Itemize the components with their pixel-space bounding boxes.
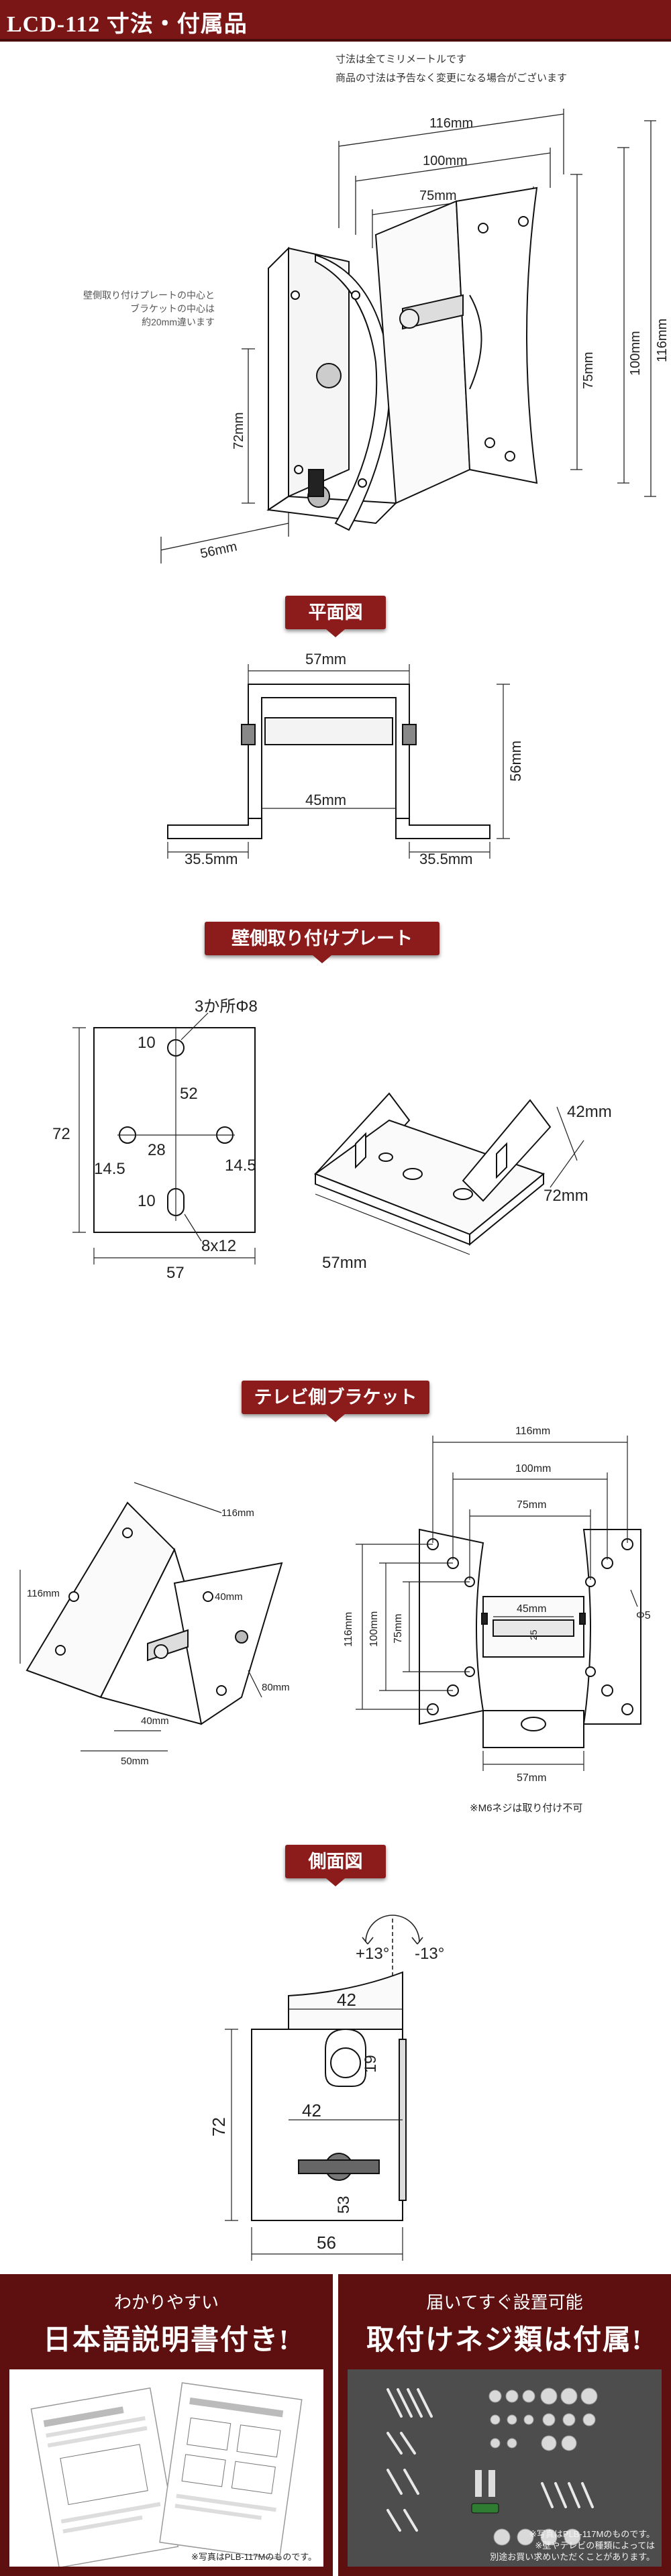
side-dim-42-mid: 42 [302, 2100, 321, 2121]
offset-callout: 壁側取り付けプレートの中心と ブラケットの中心は 約20mm違います [83, 290, 215, 327]
tv-bracket-badge: テレビ側ブラケット [242, 1381, 429, 1414]
wall-dim-72: 72 [52, 1125, 70, 1143]
plan-view-diagram: 57mm 45mm 35.5mm 35.5mm 56mm [167, 651, 524, 867]
dim-100-side: 100mm [628, 331, 643, 376]
side-dim-53: 53 [335, 2196, 353, 2214]
holes-label: 3か所Φ8 [195, 998, 258, 1016]
wall-dim-52: 52 [180, 1085, 198, 1103]
screws-subtitle: 届いてすぐ設置可能 [426, 2293, 583, 2312]
tv-bracket-iso-drawing [25, 1501, 283, 1725]
iso-dim-80: 80mm [262, 1682, 290, 1693]
unit-note: 寸法は全てミリメートルです [336, 54, 467, 65]
plan-view-badge-tail [326, 629, 345, 637]
screws-panel: 届いてすぐ設置可能 取付けネジ類は付属! [338, 2274, 671, 2576]
manual-sheets-illustration [30, 2382, 303, 2569]
dim-75-top: 75mm [419, 189, 457, 203]
iso-dim-50: 50mm [121, 1756, 149, 1767]
overview-bracket-drawing [266, 186, 538, 531]
iso-dim-40-right: 40mm [215, 1591, 243, 1603]
manual-subtitle: わかりやすい [113, 2293, 219, 2312]
plan-dim-57: 57mm [305, 651, 346, 667]
plan-view-badge: 平面図 [285, 596, 386, 629]
side-dim-42-top: 42 [337, 1990, 356, 2010]
header-bar: LCD-112 寸法・付属品 [0, 0, 671, 42]
plan-dim-left: 35.5mm [185, 851, 238, 867]
iso-dim-40-bottom: 40mm [141, 1715, 169, 1727]
plan-dim-56: 56mm [507, 741, 524, 782]
front-dim-phi5: Φ5 [636, 1610, 651, 1621]
side-dim-19: 19 [362, 2055, 380, 2073]
tilt-down-label: -13° [415, 1945, 444, 1963]
manual-panel: わかりやすい 日本語説明書付き! [0, 2274, 333, 2576]
front-dim-57: 57mm [517, 1772, 546, 1784]
screws-photo: ※写真はPLB-117Mのものです。 ※壁やテレビの種類によっては 別途お買い求… [348, 2369, 662, 2567]
wall-dim-14-right: 14.5 [225, 1157, 256, 1175]
dim-116-top: 116mm [429, 116, 473, 131]
tilt-up-label: +13° [356, 1945, 389, 1963]
tv-bracket-diagram: 116mm 116mm 40mm 40mm 80mm 50mm [19, 1426, 651, 1814]
front-dim-45: 45mm [517, 1603, 546, 1615]
tv-bracket-badge-tail [326, 1414, 345, 1422]
side-view-diagram: +13° -13° 42 19 42 72 53 56 [209, 1915, 444, 2261]
side-dim-56: 56 [317, 2233, 336, 2253]
overview-diagram: 116mm 100mm 75mm 75mm 100mm 116mm 72mm 5… [160, 109, 670, 564]
wall-plate-iso-drawing [313, 1092, 552, 1246]
front-dim-h116: 116mm [343, 1612, 354, 1647]
wall-plate-badge: 壁側取り付けプレート [205, 922, 440, 955]
side-view-badge-tail [326, 1878, 345, 1886]
iso-dim-116-top: 116mm [221, 1507, 254, 1519]
iso-dim-72: 72mm [544, 1187, 588, 1205]
wall-plate-diagram: 3か所Φ8 10 52 28 14.5 14.5 10 8x12 72 57 4… [52, 998, 612, 1282]
plan-dim-45: 45mm [305, 792, 346, 808]
slot-label: 8x12 [201, 1237, 236, 1255]
side-view-drawing [251, 1971, 407, 2221]
wall-dim-14-left: 14.5 [94, 1160, 125, 1178]
manual-title: 日本語説明書付き! [43, 2325, 290, 2356]
side-dim-72: 72 [209, 2117, 229, 2137]
front-dim-100: 100mm [515, 1463, 551, 1474]
wall-dim-10-top: 10 [138, 1034, 156, 1052]
manual-caption: ※写真はPLB-117Mのものです。 [191, 2552, 317, 2562]
iso-dim-42: 42mm [567, 1103, 612, 1121]
page-title: LCD-112 寸法・付属品 [7, 12, 248, 37]
screws-caption: ※写真はPLB-117Mのものです。 ※壁やテレビの種類によっては 別途お買い求… [490, 2529, 655, 2562]
side-view-badge: 側面図 [285, 1845, 386, 1878]
m6-note: ※M6ネジは取り付け不可 [470, 1803, 582, 1814]
front-dim-116: 116mm [515, 1426, 550, 1437]
screws-title: 取付けネジ類は付属! [366, 2325, 643, 2356]
wall-dim-57: 57 [166, 1264, 185, 1282]
manual-photo: ※写真はPLB-117Mのものです。 [9, 2369, 323, 2569]
wall-dim-10-bottom: 10 [138, 1192, 156, 1210]
wall-plate-badge-tail [313, 955, 331, 963]
dim-56: 56mm [199, 539, 238, 561]
iso-dim-116-left: 116mm [27, 1588, 60, 1599]
tv-bracket-front-drawing [419, 1528, 641, 1748]
front-dim-25: 25 [528, 1629, 539, 1640]
front-dim-h75: 75mm [393, 1614, 404, 1644]
dim-116-side: 116mm [655, 319, 670, 362]
plan-dim-right: 35.5mm [419, 851, 472, 867]
wall-dim-28: 28 [148, 1141, 166, 1159]
screws-illustration [386, 2387, 598, 2546]
dim-100-top: 100mm [423, 154, 468, 168]
change-note: 商品の寸法は予告なく変更になる場合がございます [336, 72, 568, 84]
dim-72: 72mm [231, 412, 246, 449]
iso-dim-57: 57mm [322, 1254, 367, 1272]
front-dim-75: 75mm [517, 1499, 546, 1511]
front-dim-h100: 100mm [368, 1611, 380, 1647]
dim-75-side: 75mm [581, 352, 596, 389]
